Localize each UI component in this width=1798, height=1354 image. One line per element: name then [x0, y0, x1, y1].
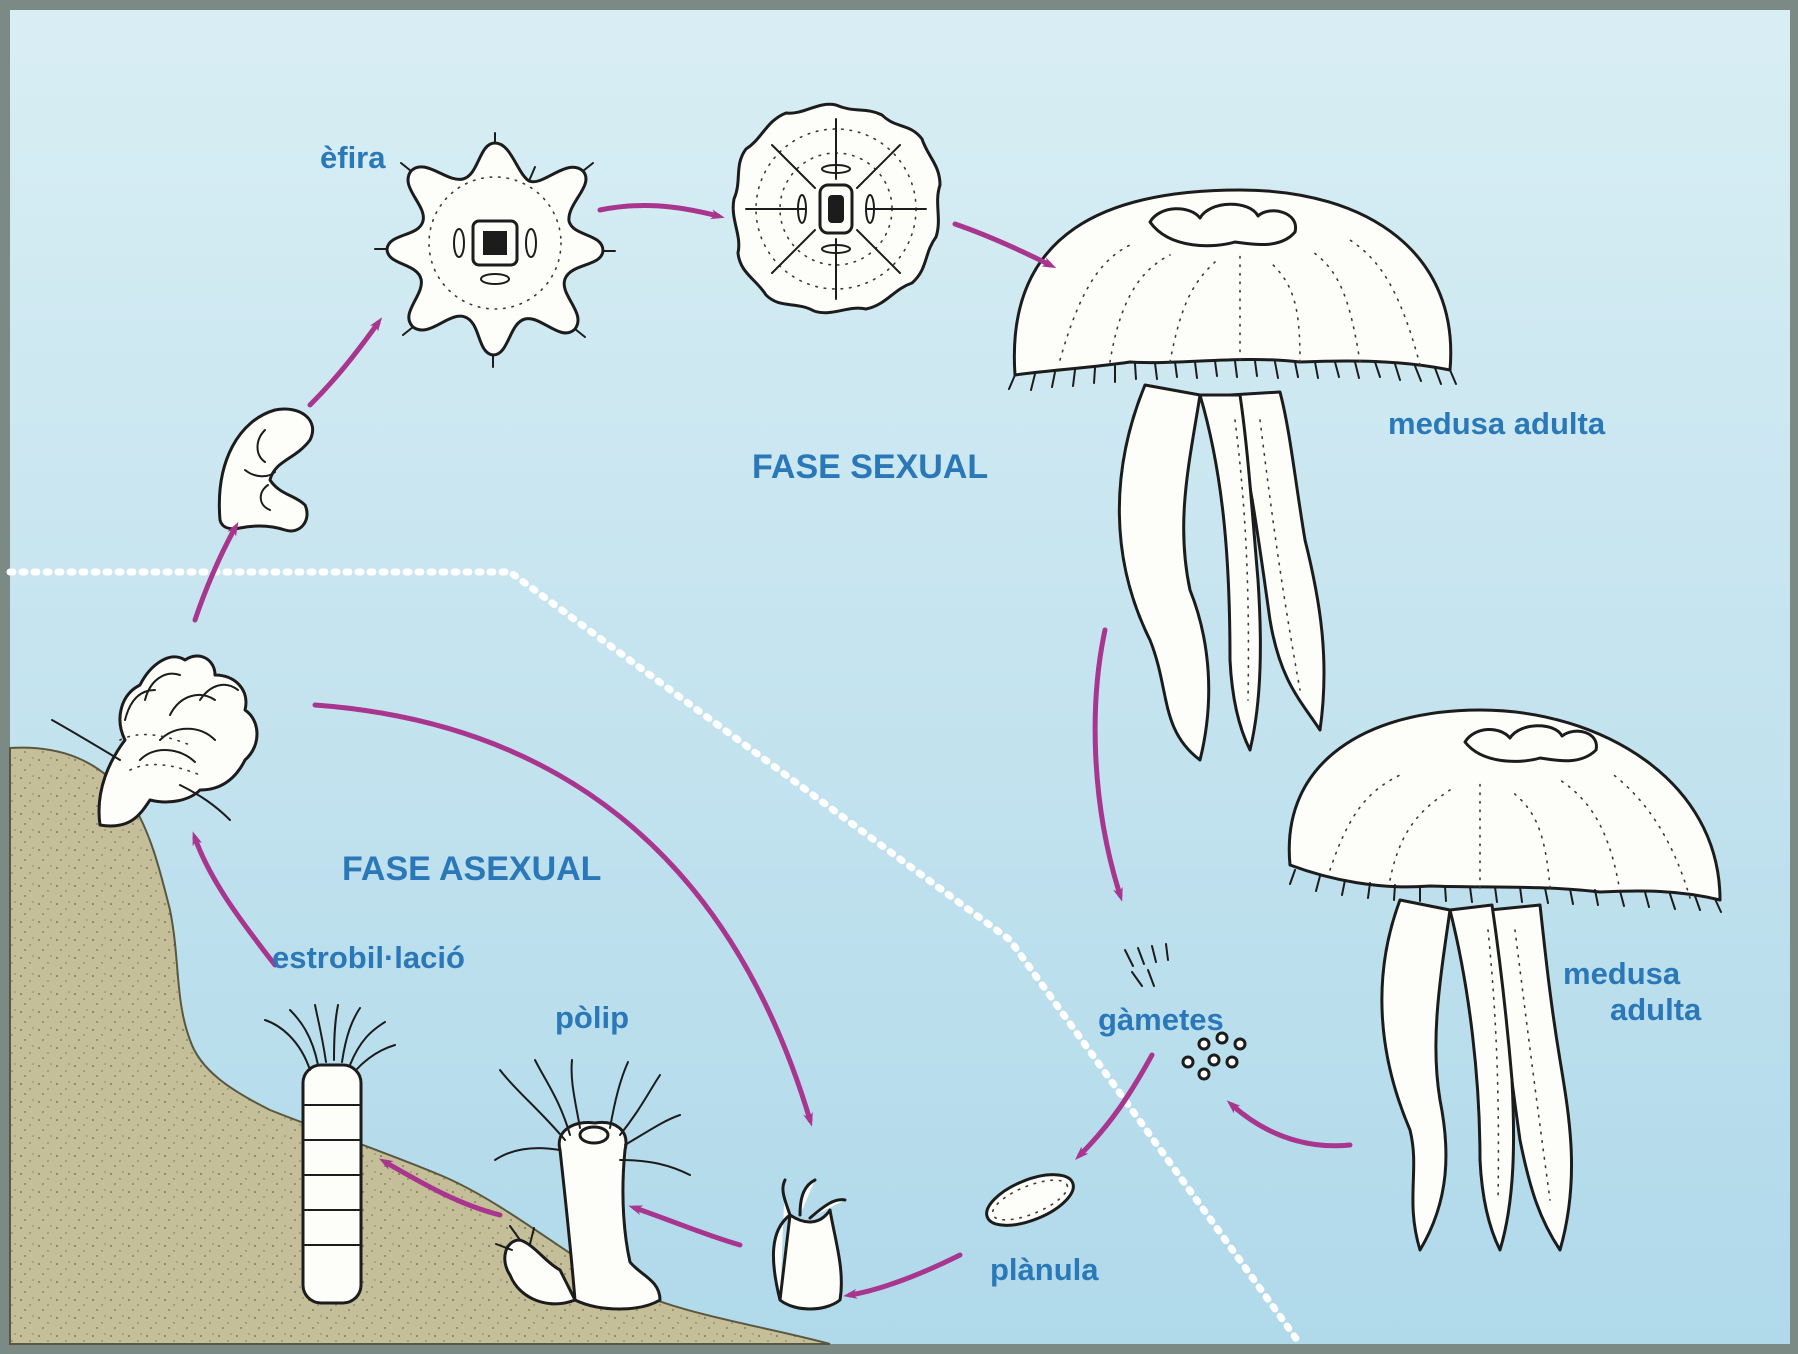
label-adult-medusa-2-line2: adulta — [1610, 992, 1702, 1027]
label-planula: plànula — [990, 1252, 1099, 1287]
label-adult-medusa: medusa adulta — [1388, 406, 1606, 441]
label-phase-asexual: FASE ASEXUAL — [342, 850, 601, 888]
label-adult-medusa-2-line1: medusa — [1563, 956, 1681, 991]
label-polyp: pòlip — [555, 1000, 629, 1035]
label-strobilation: estrobil·lació — [272, 940, 465, 975]
label-phase-sexual: FASE SEXUAL — [752, 448, 988, 486]
label-gametes: gàmetes — [1098, 1002, 1224, 1037]
juvenile-medusa-illustration — [733, 104, 940, 312]
label-ephyra: èfira — [320, 140, 386, 175]
